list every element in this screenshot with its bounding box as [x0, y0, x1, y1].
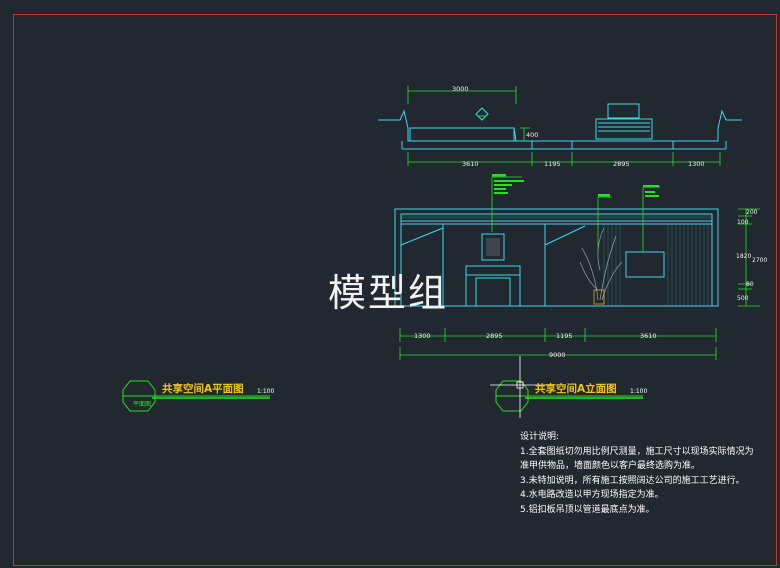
notes-heading: 设计说明: — [520, 432, 560, 442]
svg-text:200: 200 — [746, 209, 758, 216]
svg-text:3000: 3000 — [452, 85, 469, 93]
svg-text:500: 500 — [737, 295, 749, 302]
elevation-bottom-text: 1300 2895 1195 3610 9000 — [414, 332, 657, 359]
notes-line: 准甲供物品，墙面颜色以客户最终选购为准。 — [520, 461, 701, 471]
annotation-blocks — [492, 174, 659, 197]
plan-title: 共享空间A平面图 — [162, 383, 244, 395]
svg-text:1300: 1300 — [414, 332, 431, 340]
picture-icon — [486, 238, 500, 256]
svg-text:2700: 2700 — [752, 257, 767, 264]
notes-line: 1.全套图纸切勿用比例尺测量，施工尺寸以现场实际情况为 — [520, 446, 754, 457]
svg-text:1300: 1300 — [688, 160, 705, 168]
elevation-right-dims — [738, 208, 760, 307]
svg-text:400: 400 — [526, 131, 538, 139]
design-notes: 设计说明: 1.全套图纸切勿用比例尺测量，施工尺寸以现场实际情况为 准甲供物品，… — [520, 430, 754, 517]
elevation-view — [394, 208, 719, 307]
elevation-hatch — [401, 215, 712, 306]
notes-line: 5.铝扣板吊顶以管道最底点为准。 — [520, 504, 655, 515]
svg-text:2895: 2895 — [486, 332, 503, 340]
elev-title-symbol — [490, 356, 643, 418]
svg-text:平面图: 平面图 — [133, 401, 151, 408]
elevation-bottom-dims — [399, 328, 717, 360]
plan-dimensions — [407, 86, 721, 166]
plan-title-symbol: 平面图 — [122, 380, 270, 412]
svg-text:3610: 3610 — [462, 160, 479, 168]
svg-text:1820: 1820 — [736, 253, 751, 260]
elevation-right-text: 200 100 1820 80 500 2700 — [736, 209, 767, 302]
drawing-border — [13, 14, 777, 566]
svg-text:1195: 1195 — [556, 332, 573, 340]
svg-text:3610: 3610 — [640, 332, 657, 340]
watermark-text: 模型组 — [328, 271, 449, 315]
svg-text:80: 80 — [746, 281, 754, 288]
plan-scale: 1:100 — [257, 388, 275, 395]
svg-text:100: 100 — [737, 219, 749, 226]
elevation-title: 共享空间A立面图 — [535, 383, 617, 395]
plan-view — [378, 103, 742, 150]
plant-icon — [579, 227, 623, 305]
svg-text:9000: 9000 — [549, 351, 566, 359]
plan-dim-text: 3000 400 3610 1195 2895 1300 — [452, 85, 705, 168]
notes-line: 3.未特加说明，所有施工按照阔达公司的施工工艺进行。 — [520, 475, 745, 486]
svg-text:2895: 2895 — [613, 160, 630, 168]
notes-line: 4.水电路改造以甲方现场指定为准。 — [520, 490, 664, 500]
svg-text:1195: 1195 — [544, 160, 561, 168]
elevation-scale: 1:100 — [630, 388, 648, 395]
